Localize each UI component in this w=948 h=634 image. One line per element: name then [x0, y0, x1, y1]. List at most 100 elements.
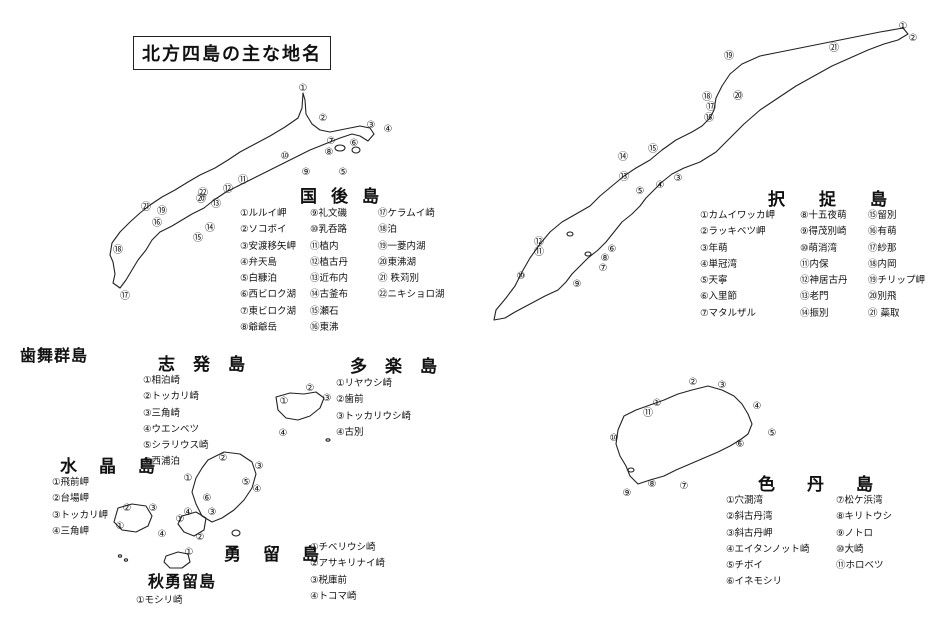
place-name: ⑫神居古丹 [800, 275, 848, 287]
yuri-island-outline [177, 511, 207, 537]
place-name: ①穴澗湾 [726, 495, 764, 506]
yuri-name: 勇留島 [224, 545, 341, 565]
place-name: ⑩萌消湾 [800, 242, 838, 254]
place-name: ⑪内保 [800, 258, 829, 270]
place-name: ④エイタンノット崎 [726, 543, 810, 555]
shikotan-marker: ① [653, 398, 662, 409]
kunashiri-island-outline [109, 92, 375, 289]
shikotan-island-outline [615, 385, 753, 485]
suisho-marker: ③ [149, 503, 158, 514]
shibotsu-marker: ⑤ [242, 477, 251, 488]
place-name: ⑰紗那 [868, 242, 897, 254]
shikotan-marker: ⑩ [610, 433, 619, 444]
akiyuri-islet [117, 554, 123, 558]
place-name: ⑨礼文磯 [310, 208, 348, 219]
akiyuri-places: ①モシリ崎 [136, 593, 183, 609]
akiyuri-name: 秋勇留島 [148, 572, 217, 591]
place-name: ⑬老門 [800, 291, 829, 303]
place-name: ①モシリ崎 [136, 595, 183, 606]
kunashiri-marker: ⑳ [196, 193, 206, 205]
kunashiri-marker: ⑧ [325, 147, 334, 158]
lake-higashi-biroku [351, 146, 361, 154]
etorofu-island-outline [493, 27, 909, 321]
place-name: ⑭振別 [800, 307, 829, 319]
place-name: ⑫植古丹 [310, 256, 349, 268]
suisho-marker: ① [116, 521, 125, 532]
kunashiri-marker: ② [319, 113, 328, 124]
etorofu-marker: ⑤ [636, 186, 645, 197]
kunashiri-marker: ⑱ [113, 244, 123, 256]
place-name: ①カムイワッカ岬 [700, 210, 776, 221]
etorofu-marker: ⑭ [618, 151, 628, 163]
shikotan-marker: ⑦ [680, 481, 689, 492]
shikotan-marker: ⑧ [648, 479, 657, 490]
shikotan-marker: ③ [718, 380, 727, 391]
kunashiri-marker: ③ [367, 120, 376, 131]
place-name: ②斜古丹湾 [726, 511, 773, 523]
suisho-marker: ④ [158, 529, 167, 540]
shikotan-marker: ⑪ [643, 407, 653, 419]
etorofu-marker: ② [909, 33, 918, 44]
shikotan-marker: ⑥ [736, 439, 745, 450]
place-name: ⑱泊 [378, 224, 398, 236]
shikotan-marker: ⑤ [768, 428, 777, 439]
shibotsu-island-outline [191, 451, 257, 523]
taraku-island-outline [275, 391, 325, 421]
kunashiri-marker: ⑨ [302, 167, 311, 178]
place-name: ⑩乳呑路 [310, 224, 348, 236]
place-name: ⑥イネモシリ [726, 576, 783, 588]
place-name: ⑤シラリウス崎 [143, 440, 209, 452]
place-name: ①チベリウシ崎 [310, 542, 376, 553]
etorofu-marker: ⑰ [706, 101, 716, 113]
place-name: ⑮留別 [868, 210, 897, 221]
place-name: ①飛前岬 [52, 477, 90, 488]
place-name: ②アサキリナイ崎 [310, 558, 386, 570]
suisho-marker: ② [123, 503, 132, 514]
place-name: ④古別 [336, 426, 364, 438]
shibotsu-name: 志発島 [158, 355, 263, 375]
yuri-marker: ③ [208, 507, 217, 518]
place-name: ⑭古釜布 [310, 289, 349, 301]
place-name: ⑥西浦泊 [143, 456, 181, 468]
place-name: ④単冠湾 [700, 258, 738, 270]
etorofu-marker: ⑧ [601, 253, 610, 264]
place-name: ⑧爺爺岳 [240, 322, 278, 334]
etorofu-marker: ⑪ [534, 246, 544, 258]
kunashiri-marker: ⑥ [350, 138, 359, 149]
etorofu-marker: ⑦ [599, 263, 608, 274]
place-name: ③斜古丹岬 [726, 527, 773, 539]
place-name: ②トッカリ崎 [143, 391, 200, 403]
kunashiri-name: 国後島 [300, 187, 393, 207]
shikotan-marker: ④ [753, 401, 762, 412]
taraku-marker: ③ [323, 393, 332, 404]
etorofu-islet [566, 231, 574, 237]
place-name: ⑧十五夜萌 [800, 210, 847, 221]
place-name: ③安渡移矢岬 [240, 240, 297, 252]
etorofu-marker: ⑯ [704, 112, 714, 124]
place-name: ⑯東沸 [310, 322, 339, 334]
kunashiri-marker: ㉑ [141, 201, 151, 213]
kunashiri-marker: ⑮ [193, 232, 203, 244]
shikotan-marker: ② [689, 377, 698, 388]
place-name: ⑦マタルザル [700, 307, 757, 319]
place-name: ③税庫前 [310, 574, 348, 586]
suisho-name: 水晶島 [60, 457, 177, 477]
place-name: ②ラッキベツ岬 [700, 226, 766, 238]
place-name: ⑱内岡 [868, 258, 897, 270]
place-name: ⑬近布内 [310, 273, 349, 285]
map-title: 北方四島の主な地名 [133, 36, 331, 70]
kunashiri-marker: ⑩ [281, 151, 290, 162]
kunashiri-marker: ⑦ [327, 136, 336, 147]
shibotsu-marker: ② [219, 453, 228, 464]
kunashiri-marker: ⑬ [211, 198, 221, 210]
etorofu-marker: ⑱ [702, 91, 712, 103]
place-name: ⑦東ビロク湖 [240, 305, 297, 317]
